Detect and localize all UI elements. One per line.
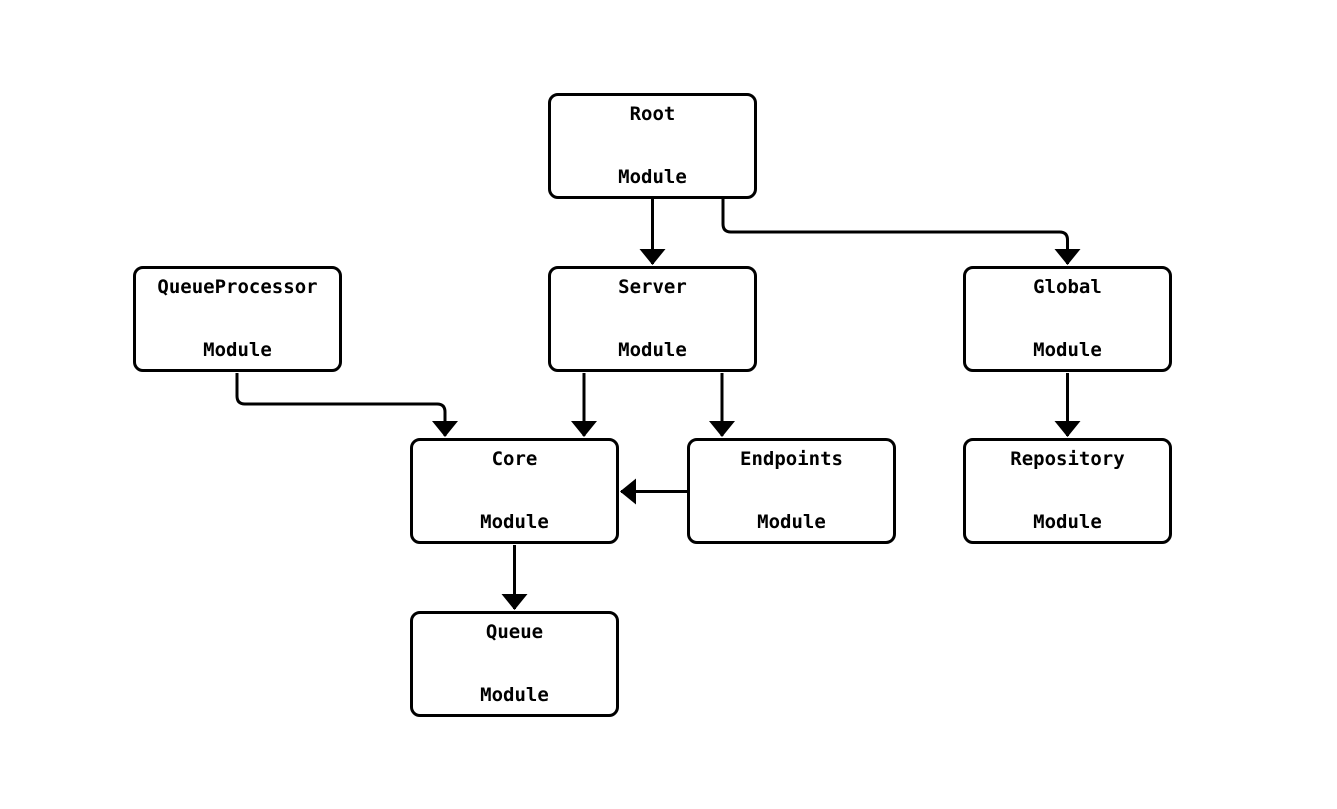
node-label-line: Module — [618, 166, 687, 188]
node-core-module: Core Module — [410, 438, 619, 544]
node-global-module: Global Module — [963, 266, 1172, 372]
node-label-line: Module — [480, 684, 549, 706]
node-label-line: Module — [480, 511, 549, 533]
node-queue-module-label: Queue Module — [480, 580, 549, 748]
node-queue-module: Queue Module — [410, 611, 619, 717]
node-repository-module-label: Repository Module — [1010, 407, 1124, 575]
node-label-line: Module — [618, 339, 687, 361]
node-label-line: Queue — [485, 621, 544, 643]
node-global-module-label: Global Module — [1033, 235, 1102, 403]
node-root-module: Root Module — [548, 93, 757, 199]
node-label-line: Root — [629, 103, 676, 125]
node-core-module-label: Core Module — [480, 407, 549, 575]
node-root-module-label: Root Module — [618, 62, 687, 230]
node-repository-module: Repository Module — [963, 438, 1172, 544]
node-label-line: Module — [203, 339, 272, 361]
node-queueprocessor-module: QueueProcessor Module — [133, 266, 342, 372]
node-label-line: Module — [1033, 339, 1102, 361]
node-label-line: Module — [1033, 511, 1102, 533]
node-label-line: Global — [1033, 276, 1102, 298]
node-queueprocessor-module-label: QueueProcessor Module — [157, 235, 317, 403]
node-server-module: Server Module — [548, 266, 757, 372]
node-label-line: QueueProcessor — [157, 276, 318, 298]
node-label-line: Core — [491, 448, 538, 470]
edge-queueprocessor-to-core — [235, 373, 458, 437]
node-label-line: Endpoints — [740, 448, 843, 470]
node-label-line: Repository — [1010, 448, 1125, 470]
edge-root-to-global — [721, 199, 1081, 265]
node-endpoints-module-label: Endpoints Module — [740, 407, 843, 575]
node-label-line: Module — [757, 511, 826, 533]
node-server-module-label: Server Module — [618, 235, 687, 403]
node-endpoints-module: Endpoints Module — [687, 438, 896, 544]
node-label-line: Server — [618, 276, 687, 298]
